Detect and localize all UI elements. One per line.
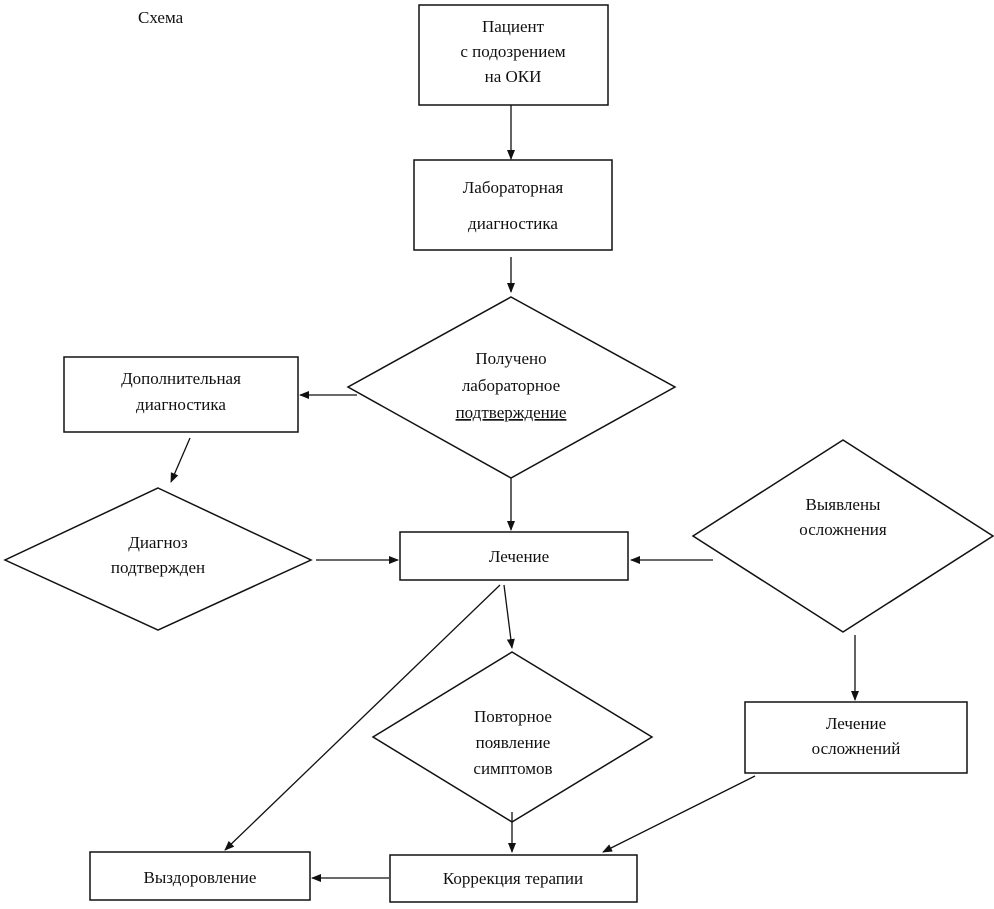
label-recovery: Выздоровление (144, 868, 257, 887)
node-recovery (89, 851, 311, 901)
node-lab-diagnostics (413, 159, 613, 251)
node-treatment (399, 531, 629, 581)
node-extra-diagnostics (63, 356, 299, 433)
label-correction: Коррекция терапии (443, 869, 583, 888)
arrow-compltreatment-correction (602, 775, 756, 853)
node-correction (389, 854, 638, 903)
arrow-treatment-recurrence (503, 584, 515, 649)
node-complications (691, 439, 994, 633)
node-patient (418, 4, 609, 106)
node-diagnosis-confirmed (3, 487, 313, 631)
node-complications-treatment (744, 701, 968, 774)
arrow-extra-diagnosis (170, 437, 191, 483)
label-treatment: Лечение (489, 547, 549, 566)
arrow-treatment-recovery (224, 584, 501, 851)
diagram-title: Схема (138, 8, 184, 27)
